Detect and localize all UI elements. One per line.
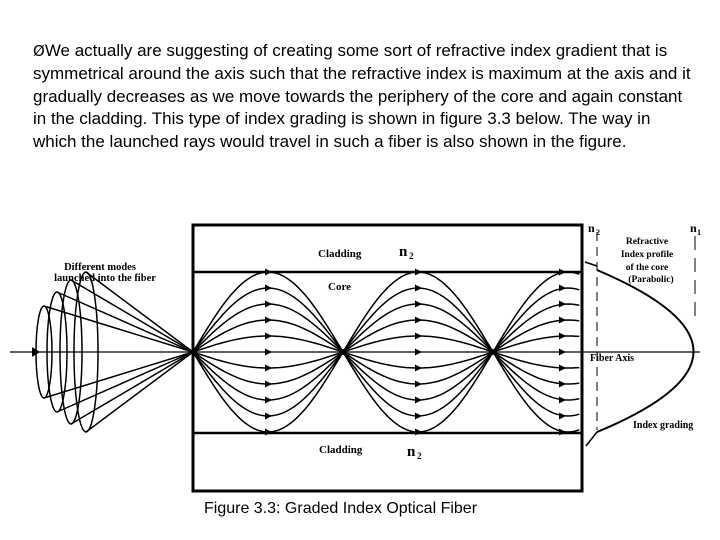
ray-arrowhead-icon bbox=[559, 300, 566, 308]
ray-arrowhead-icon bbox=[559, 412, 566, 420]
bullet-arrow-icon: Ø bbox=[33, 42, 45, 60]
profile-n1-label: n bbox=[690, 221, 697, 235]
ray-arrowhead-icon bbox=[559, 268, 566, 276]
ray-arrowhead-icon bbox=[415, 380, 422, 388]
ray-arrowhead-icon bbox=[265, 364, 272, 372]
ray-arrowhead-icon bbox=[415, 316, 422, 324]
profile-n2-subscript: 2 bbox=[596, 228, 600, 237]
n2-top-label: n bbox=[399, 244, 408, 260]
ray-arrowhead-icon bbox=[559, 364, 566, 372]
ray-arrowheads bbox=[265, 268, 566, 436]
ray-arrowhead-icon bbox=[265, 396, 272, 404]
profile-title-line3: of the core bbox=[626, 263, 669, 273]
launch-label-line1: Different modes bbox=[64, 262, 136, 273]
ray-paths bbox=[192, 271, 580, 433]
ray-arrowhead-icon bbox=[265, 348, 272, 356]
ray-arrowhead-icon bbox=[265, 380, 272, 388]
ray-path bbox=[192, 350, 580, 401]
profile-top-step bbox=[584, 261, 598, 267]
profile-bottom-step bbox=[585, 431, 598, 447]
ray-arrowhead-icon bbox=[415, 412, 422, 420]
axis-start-arrow-icon bbox=[32, 347, 40, 357]
launch-label-line2: launched into the fiber bbox=[54, 273, 156, 284]
core-label: Core bbox=[328, 281, 351, 293]
ray-arrowhead-icon bbox=[559, 332, 566, 340]
launch-cones bbox=[35, 271, 194, 433]
ray-arrowhead-icon bbox=[265, 428, 272, 436]
slide-paragraph: ØWe actually are suggesting of creating … bbox=[33, 40, 693, 154]
profile-title-line2: Index profile bbox=[621, 250, 673, 260]
ray-path bbox=[192, 319, 580, 353]
ray-focus-point bbox=[340, 349, 346, 355]
ray-arrowhead-icon bbox=[559, 284, 566, 292]
slide-body-text: We actually are suggesting of creating s… bbox=[33, 41, 691, 152]
ray-arrowhead-icon bbox=[415, 348, 422, 356]
ray-arrowhead-icon bbox=[265, 332, 272, 340]
ray-arrowhead-icon bbox=[415, 428, 422, 436]
profile-title-line4: (Parabolic) bbox=[628, 274, 673, 285]
n2-bottom-label: n bbox=[407, 444, 416, 460]
ray-focus-point bbox=[490, 349, 496, 355]
ray-arrowhead-icon bbox=[265, 284, 272, 292]
ray-arrowhead-icon bbox=[415, 332, 422, 340]
profile-n2-label: n bbox=[588, 221, 595, 235]
ray-arrowhead-icon bbox=[559, 380, 566, 388]
ray-path bbox=[192, 271, 580, 354]
ray-path bbox=[192, 350, 580, 417]
ray-path bbox=[192, 351, 580, 385]
profile-n1-subscript: 1 bbox=[697, 228, 701, 237]
ray-path bbox=[192, 287, 580, 354]
ray-arrowhead-icon bbox=[265, 300, 272, 308]
cladding-top-label: Cladding bbox=[318, 248, 362, 260]
fiber-axis-label: Fiber Axis bbox=[590, 353, 634, 364]
cladding-bottom-label: Cladding bbox=[319, 444, 363, 456]
ray-path bbox=[192, 351, 580, 369]
ray-arrowhead-icon bbox=[559, 428, 566, 436]
profile-title-line1: Refractive bbox=[626, 237, 668, 247]
ray-arrowhead-icon bbox=[559, 348, 566, 356]
ray-arrowhead-icon bbox=[559, 316, 566, 324]
ray-arrowhead-icon bbox=[559, 396, 566, 404]
ray-arrowhead-icon bbox=[415, 284, 422, 292]
n2-bottom-subscript: 2 bbox=[417, 451, 422, 461]
ray-arrowhead-icon bbox=[415, 396, 422, 404]
fiber-outline bbox=[191, 223, 584, 493]
n2-top-subscript: 2 bbox=[409, 251, 414, 261]
ray-path bbox=[192, 350, 580, 433]
ray-arrowhead-icon bbox=[415, 300, 422, 308]
ray-arrowhead-icon bbox=[415, 268, 422, 276]
parabolic-profile-curve bbox=[596, 269, 695, 433]
figure-caption: Figure 3.3: Graded Index Optical Fiber bbox=[204, 500, 478, 517]
ray-path bbox=[192, 335, 580, 353]
ray-path bbox=[192, 303, 580, 354]
ray-arrowhead-icon bbox=[265, 268, 272, 276]
index-grading-label: Index grading bbox=[633, 420, 693, 431]
ray-arrowhead-icon bbox=[265, 412, 272, 420]
ray-arrowhead-icon bbox=[415, 364, 422, 372]
ray-arrowhead-icon bbox=[265, 316, 272, 324]
